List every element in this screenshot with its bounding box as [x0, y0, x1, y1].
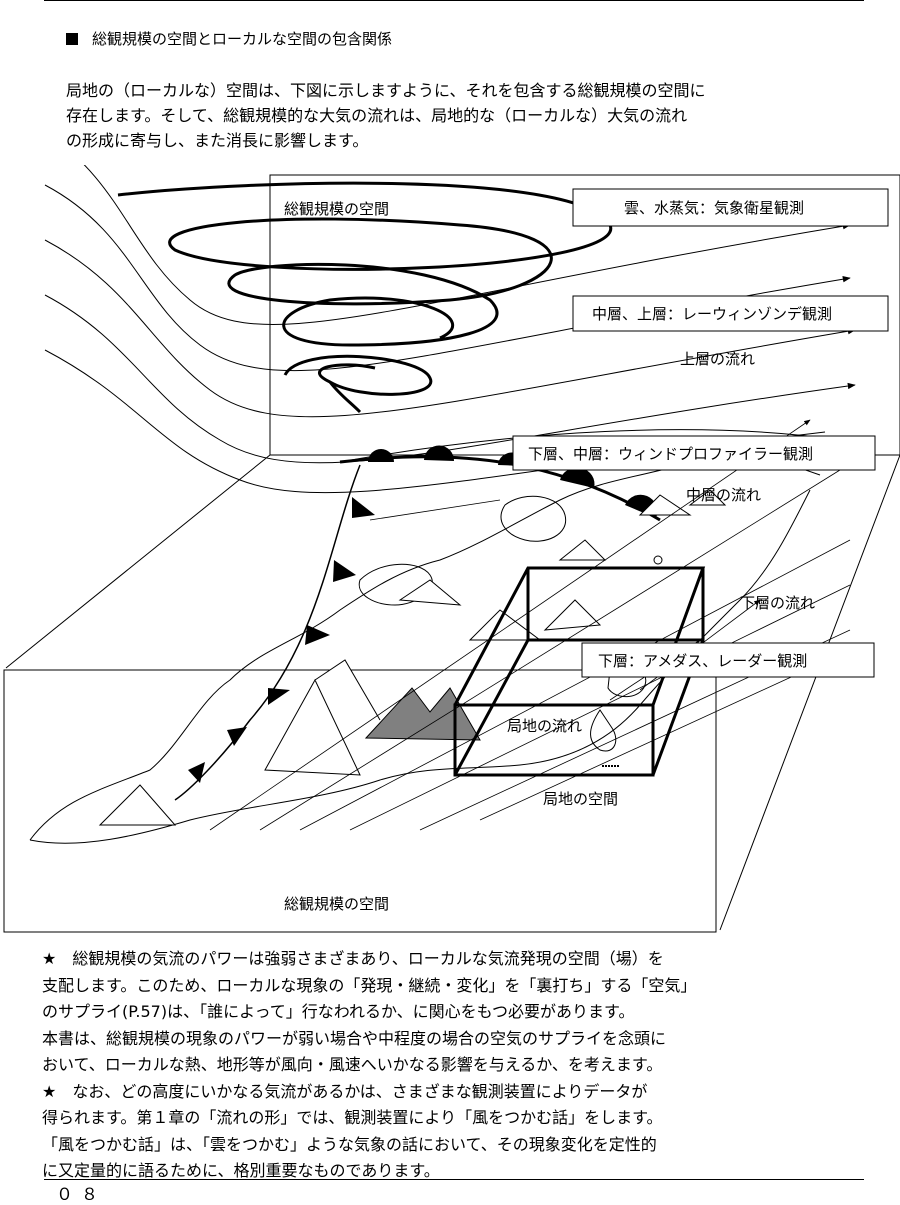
intro-paragraph: 局地の（ローカルな）空間は、下図に示しますように、それを包含する総観規模の空間に…: [66, 78, 826, 153]
note-line: ★ なお、どの高度にいかなる気流があるかは、さまざまな観測装置によりデータが: [42, 1081, 648, 1101]
intro-line: 局地の（ローカルな）空間は、下図に示しますように、それを包含する総観規模の空間に: [66, 81, 706, 100]
synoptic-space-label-upper: 総観規模の空間: [284, 200, 389, 218]
note-line: に又定量的に語るために、格別重要なものであります。: [42, 1161, 440, 1180]
wind-profiler-observation-box: [512, 435, 876, 471]
note-line: 支配します。このため、ローカルな現象の「発現・継続・変化」を「裏打ち」する「空気…: [42, 975, 697, 995]
satellite-observation-box: [572, 188, 889, 227]
wind-profiler-observation-label: 下層、中層：ウィンドプロファイラー観測: [528, 445, 813, 463]
front-synoptic-box: [3, 669, 717, 933]
cold-front: [174, 464, 375, 801]
synoptic-local-space-diagram: 総観規模の空間 雲、水蒸気：気象衛星観測 中層、上層：レーウィンゾンデ観測 上層…: [3, 165, 900, 933]
upper-flow-label: 上層の流れ: [680, 350, 755, 368]
rawinsonde-observation-box: [572, 295, 889, 332]
amedas-radar-observation-label: 下層：アメダス、レーダー観測: [598, 652, 807, 670]
local-space-label: 局地の空間: [543, 790, 618, 808]
synoptic-space-label-lower: 総観規模の空間: [284, 895, 389, 913]
synoptic-flow-lines: [44, 165, 856, 494]
notes-paragraph: ★ 総観規模の気流のパワーは強弱さまざまあり、ローカルな気流発現の空間（場）を …: [42, 946, 872, 1185]
note-line: のサプライ(P.57)は、「誰によって」行なわれるか、に関心をもつ必要があります…: [42, 1002, 635, 1021]
intro-line: 存在します。そして、総観規模的な大気の流れは、局地的な（ローカルな）大気の流れ: [66, 106, 688, 125]
square-bullet-icon: [66, 33, 78, 45]
shaded-mountain: [364, 687, 481, 741]
local-flow-label: 局地の流れ: [507, 717, 582, 735]
observation-boxes: [512, 188, 889, 678]
top-rule: [44, 0, 864, 1]
local-space-box: [453, 566, 706, 777]
section-title: 総観規模の空間とローカルな空間の包含関係: [92, 30, 393, 48]
upper-plane: [269, 174, 900, 455]
note-line: 得られます。第１章の「流れの形」では、観測装置により「風をつかむ話」をします。: [42, 1108, 663, 1127]
cyclone-spiral: [117, 181, 612, 414]
section-heading: 総観規模の空間とローカルな空間の包含関係: [66, 28, 392, 49]
note-line: おいて、ローカルな熱、地形等が風向・風速へいかなる影響を与えるか、を考えます。: [42, 1055, 663, 1074]
mountains: [98, 489, 727, 826]
note-line: 「風をつかむ話」は、「雲をつかむ」ような気象の話において、その現象変化を定性的: [42, 1134, 657, 1154]
satellite-observation-label: 雲、水蒸気：気象衛星観測: [624, 199, 804, 217]
rawinsonde-observation-label: 中層、上層：レーウィンゾンデ観測: [592, 305, 832, 323]
lower-flow-lines: [209, 419, 851, 831]
page-number: ０８: [56, 1185, 106, 1205]
bottom-rule: [44, 1179, 864, 1180]
note-line: 本書は、総観規模の現象のパワーが弱い場合や中程度の場合の空気のサプライを念頭に: [42, 1028, 667, 1048]
intro-line: の形成に寄与し、また消長に影響します。: [66, 131, 369, 150]
lower-flow-label: 下層の流れ: [740, 594, 815, 612]
note-line: ★ 総観規模の気流のパワーは強弱さまざまあり、ローカルな気流発現の空間（場）を: [42, 949, 664, 968]
middle-flow-label: 中層の流れ: [686, 486, 761, 504]
warm-front: [339, 445, 661, 522]
amedas-radar-observation-box: [581, 642, 875, 678]
